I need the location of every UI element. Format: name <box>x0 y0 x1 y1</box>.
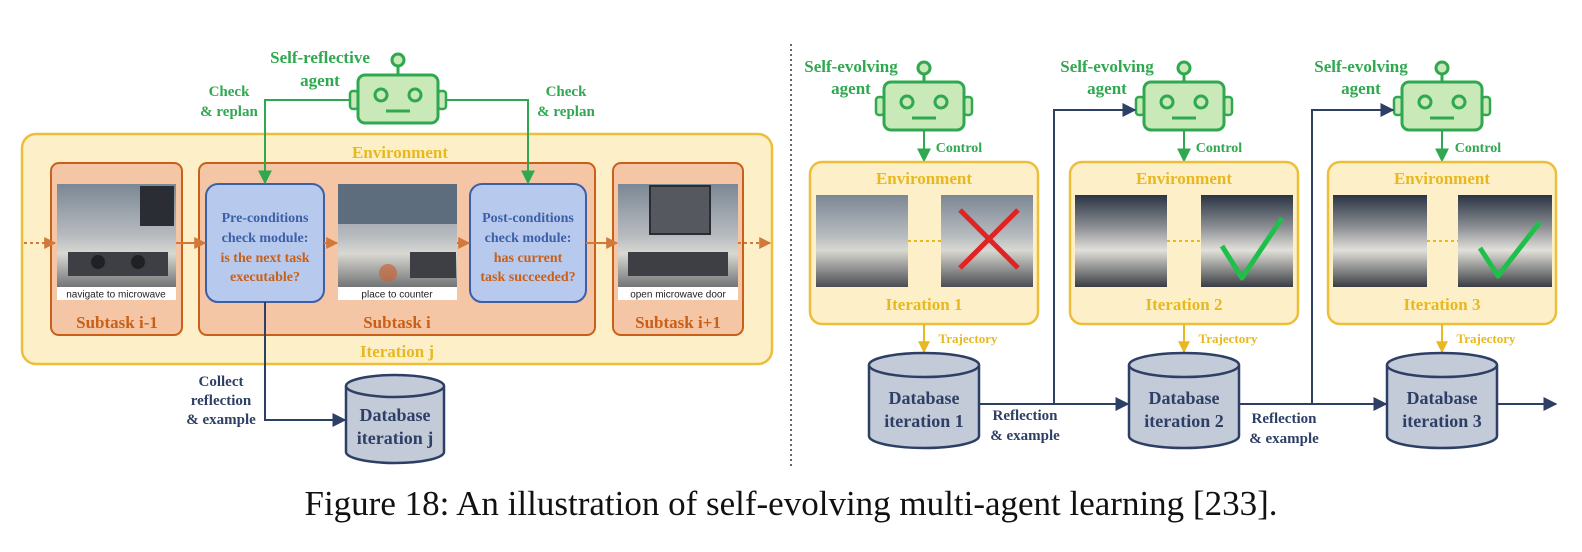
col1-environment-label: Environment <box>876 169 972 188</box>
agent-label-line-1: Self-reflective <box>270 48 370 67</box>
kitchen-image-2: place to counter <box>338 184 457 301</box>
agent-label-line-2: agent <box>300 71 340 90</box>
col2-environment-label: Environment <box>1136 169 1232 188</box>
kitchen-image-3: open microwave door <box>618 184 738 301</box>
col3-agent-line-2: agent <box>1341 79 1381 98</box>
database-cylinder-2 <box>1127 351 1241 450</box>
robot-icon <box>874 60 974 132</box>
check-icon <box>1477 220 1542 279</box>
check-arrow-left <box>258 99 350 185</box>
reflection-2-line-1: Reflection <box>1252 411 1318 427</box>
post-module-line-2: check module: <box>485 231 572 246</box>
col3-control: Control <box>1455 141 1502 156</box>
kitchen-image-1: navigate to microwave <box>57 184 176 301</box>
reflection-1-line-1: Reflection <box>993 408 1059 424</box>
col3-trajectory: Trajectory <box>1457 331 1516 346</box>
diagram: Environment Iteration j Subtask i-1 Subt… <box>20 44 1558 468</box>
col3-agent-line-1: Self-evolving <box>1314 57 1408 76</box>
evolve-column-3: Self-evolving agent Control Environment … <box>1314 57 1558 450</box>
col3-environment-label: Environment <box>1394 169 1490 188</box>
collect-arrow <box>264 302 347 427</box>
evolve-column-2: Self-evolving agent Control Environment … <box>1060 57 1300 450</box>
col3-database-line-2: iteration 3 <box>1402 411 1481 431</box>
right-panel: Self-evolving agent Control Environment <box>804 57 1558 450</box>
col2-agent-line-1: Self-evolving <box>1060 57 1154 76</box>
check-right-line-1: Check <box>546 84 587 100</box>
pre-question-line-2: executable? <box>230 270 300 285</box>
col2-database-line-2: iteration 2 <box>1144 411 1223 431</box>
robot-icon <box>1134 60 1234 132</box>
subtask-label-current: Subtask i <box>363 313 431 332</box>
col3-database-line-1: Database <box>1407 388 1478 408</box>
collect-line-2: reflection <box>191 393 252 409</box>
col2-iteration-label: Iteration 2 <box>1146 295 1223 314</box>
reflection-arrows <box>979 103 1558 411</box>
environment-label: Environment <box>352 143 448 162</box>
post-question-line-2: task succeeded? <box>480 270 575 285</box>
check-right-line-2: & replan <box>537 104 595 120</box>
database-j-line-2: iteration j <box>357 428 433 448</box>
evolve-column-1: Self-evolving agent Control Environment <box>804 57 1040 450</box>
database-cylinder-3 <box>1385 351 1499 450</box>
reflection-2-line-2: & example <box>1249 431 1319 447</box>
subtask-label-next: Subtask i+1 <box>635 313 721 332</box>
image-caption-1: navigate to microwave <box>66 290 166 301</box>
col2-trajectory: Trajectory <box>1199 331 1258 346</box>
col3-iteration-label: Iteration 3 <box>1404 295 1481 314</box>
reflection-1-line-2: & example <box>990 428 1060 444</box>
check-left-line-1: Check <box>209 84 250 100</box>
col1-database-line-1: Database <box>889 388 960 408</box>
database-cylinder-j <box>344 373 446 465</box>
check-left-line-2: & replan <box>200 104 258 120</box>
iteration-label: Iteration j <box>360 342 434 361</box>
pre-module-line-2: check module: <box>222 231 309 246</box>
col2-agent-line-2: agent <box>1087 79 1127 98</box>
col1-control: Control <box>936 141 983 156</box>
pre-question-line-1: is the next task <box>220 251 309 266</box>
subtask-label-prev: Subtask i-1 <box>76 313 158 332</box>
image-caption-3: open microwave door <box>630 290 726 301</box>
image-caption-2: place to counter <box>361 290 433 301</box>
post-question-line-1: has current <box>494 251 563 266</box>
col2-database-line-1: Database <box>1149 388 1220 408</box>
left-panel: Environment Iteration j Subtask i-1 Subt… <box>20 48 774 465</box>
collect-line-1: Collect <box>199 374 244 390</box>
check-arrow-right <box>446 99 535 185</box>
figure-caption: Figure 18: An illustration of self-evolv… <box>304 484 1278 523</box>
database-j-line-1: Database <box>360 405 431 425</box>
col1-database-line-2: iteration 1 <box>884 411 963 431</box>
cross-icon <box>958 208 1020 270</box>
database-cylinder-1 <box>867 351 981 450</box>
robot-icon <box>348 52 448 125</box>
col2-control: Control <box>1196 141 1243 156</box>
col1-iteration-label: Iteration 1 <box>886 295 963 314</box>
pre-module-line-1: Pre-conditions <box>222 211 309 226</box>
robot-icon <box>1392 60 1492 132</box>
collect-line-3: & example <box>186 412 256 428</box>
post-module-line-1: Post-conditions <box>482 211 574 226</box>
col1-agent-line-2: agent <box>831 79 871 98</box>
col1-agent-line-1: Self-evolving <box>804 57 898 76</box>
check-icon <box>1219 216 1285 281</box>
col1-trajectory: Trajectory <box>939 331 998 346</box>
